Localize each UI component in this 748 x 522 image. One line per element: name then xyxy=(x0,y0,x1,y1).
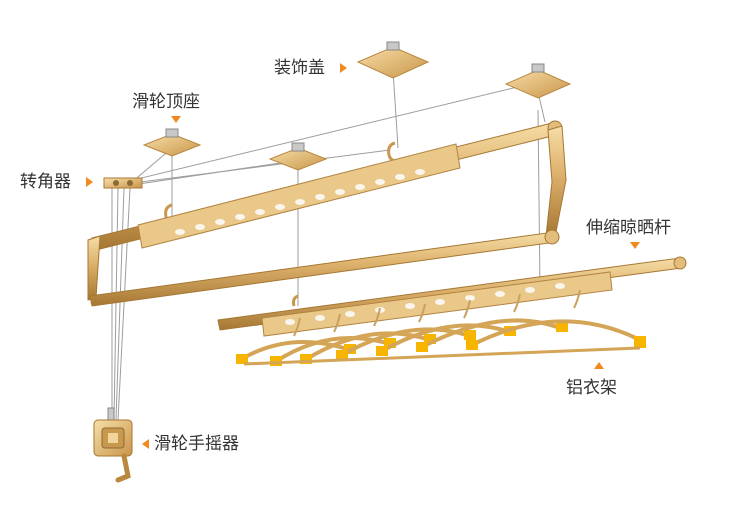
front-frame-holes xyxy=(285,283,565,325)
pulley-top-mount-plate xyxy=(142,128,202,157)
label-decor-cover: 装饰盖 xyxy=(274,58,325,78)
top-right-plate xyxy=(504,63,572,99)
upper-frame-holes xyxy=(175,169,425,235)
decor-cover-plate xyxy=(356,41,430,79)
pulley-hand-crank-device xyxy=(93,407,133,483)
arrow-left-icon xyxy=(142,439,149,449)
label-pulley-hand-crank: 滑轮手摇器 xyxy=(154,434,239,454)
middle-plate xyxy=(268,142,328,171)
label-telescopic-rod: 伸缩晾晒杆 xyxy=(586,218,671,238)
arrow-down-icon xyxy=(171,116,181,123)
label-aluminum-hanger: 铝衣架 xyxy=(566,378,617,398)
label-corner-unit: 转角器 xyxy=(20,172,71,192)
hanger xyxy=(466,289,646,350)
arrow-up-icon xyxy=(594,362,604,369)
arrow-down-icon xyxy=(630,242,640,249)
left-side-bracket xyxy=(87,235,101,301)
corner-unit-device xyxy=(103,177,143,189)
lower-long-rod xyxy=(89,229,560,307)
label-pulley-top-mount: 滑轮顶座 xyxy=(132,92,200,112)
aluminum-hangers xyxy=(236,289,646,366)
arrow-right-icon xyxy=(340,63,347,73)
arrow-right-icon xyxy=(86,177,93,187)
right-side-bracket xyxy=(545,125,567,237)
